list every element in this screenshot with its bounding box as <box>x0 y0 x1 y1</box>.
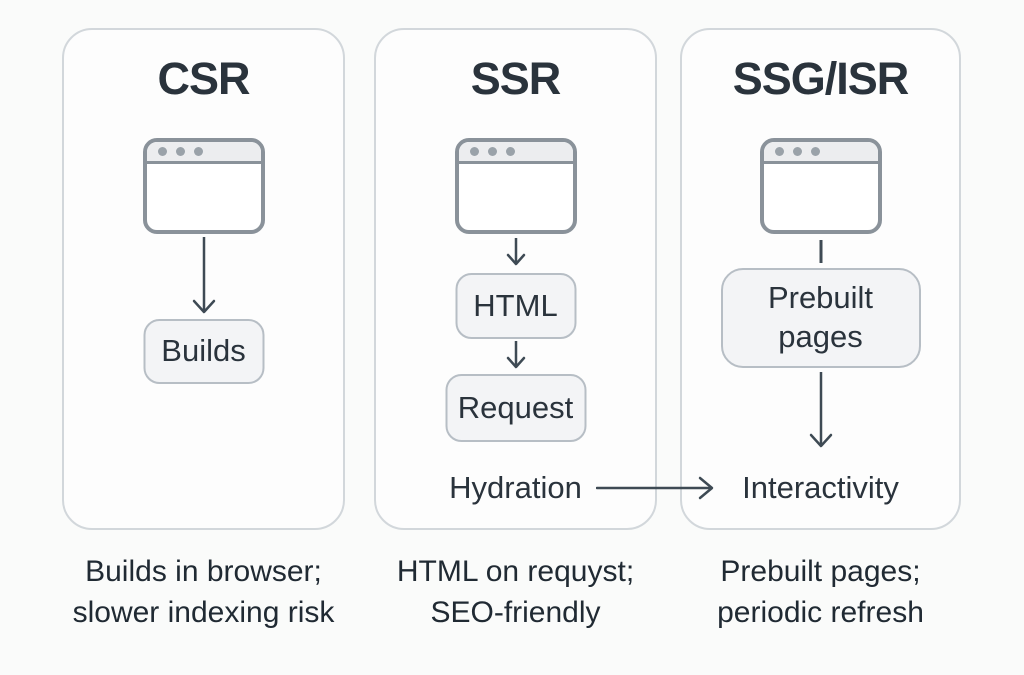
node-builds: Builds <box>143 319 264 384</box>
caption-line: SEO-friendly <box>430 596 601 629</box>
browser-dot-icon <box>505 147 515 156</box>
node-request: Request <box>445 374 586 442</box>
arrow-right-icon <box>596 475 722 501</box>
arrow-down-icon <box>191 237 217 315</box>
browser-dot-icon <box>469 147 479 156</box>
panel-title: SSG/ISR <box>732 53 910 104</box>
caption-line: periodic refresh <box>717 596 924 629</box>
browser-window-icon <box>759 138 882 234</box>
node-prebuilt-pages: Prebuilt pages <box>720 268 921 368</box>
browser-titlebar <box>146 142 261 164</box>
hydration-label: Hydration <box>449 470 582 505</box>
arrow-down-icon <box>503 341 529 369</box>
browser-dot-icon <box>810 147 820 156</box>
caption-line: slower indexing risk <box>72 596 335 629</box>
interactivity-label: Interactivity <box>742 470 899 505</box>
browser-dot-icon <box>487 147 497 156</box>
panel-title: SSR <box>470 53 562 104</box>
caption-line: Builds in browser; <box>85 555 322 588</box>
browser-dot-icon <box>774 147 784 156</box>
connector-line <box>819 240 822 263</box>
panel-ssr: SSR HTML Request Hydration <box>374 28 657 530</box>
browser-titlebar <box>458 142 573 164</box>
caption-csr: Builds in browser; slower indexing risk <box>62 551 345 633</box>
node-html: HTML <box>455 273 576 339</box>
browser-dot-icon <box>175 147 185 156</box>
arrow-down-icon <box>503 238 529 266</box>
arrow-down-icon <box>808 372 834 450</box>
panel-ssg-isr: SSG/ISR Prebuilt pages Interactivity <box>680 28 961 530</box>
browser-dot-icon <box>157 147 167 156</box>
panel-csr: CSR Builds <box>62 28 345 530</box>
caption-ssg-isr: Prebuilt pages; periodic refresh <box>680 551 961 633</box>
caption-ssr: HTML on requyst; SEO-friendly <box>374 551 657 633</box>
browser-window-icon <box>454 138 577 234</box>
caption-line: HTML on requyst; <box>396 555 635 588</box>
browser-dot-icon <box>792 147 802 156</box>
browser-dot-icon <box>193 147 203 156</box>
caption-line: Prebuilt pages; <box>720 555 921 588</box>
browser-window-icon <box>142 138 265 234</box>
panel-title: CSR <box>157 53 250 104</box>
browser-titlebar <box>763 142 878 164</box>
